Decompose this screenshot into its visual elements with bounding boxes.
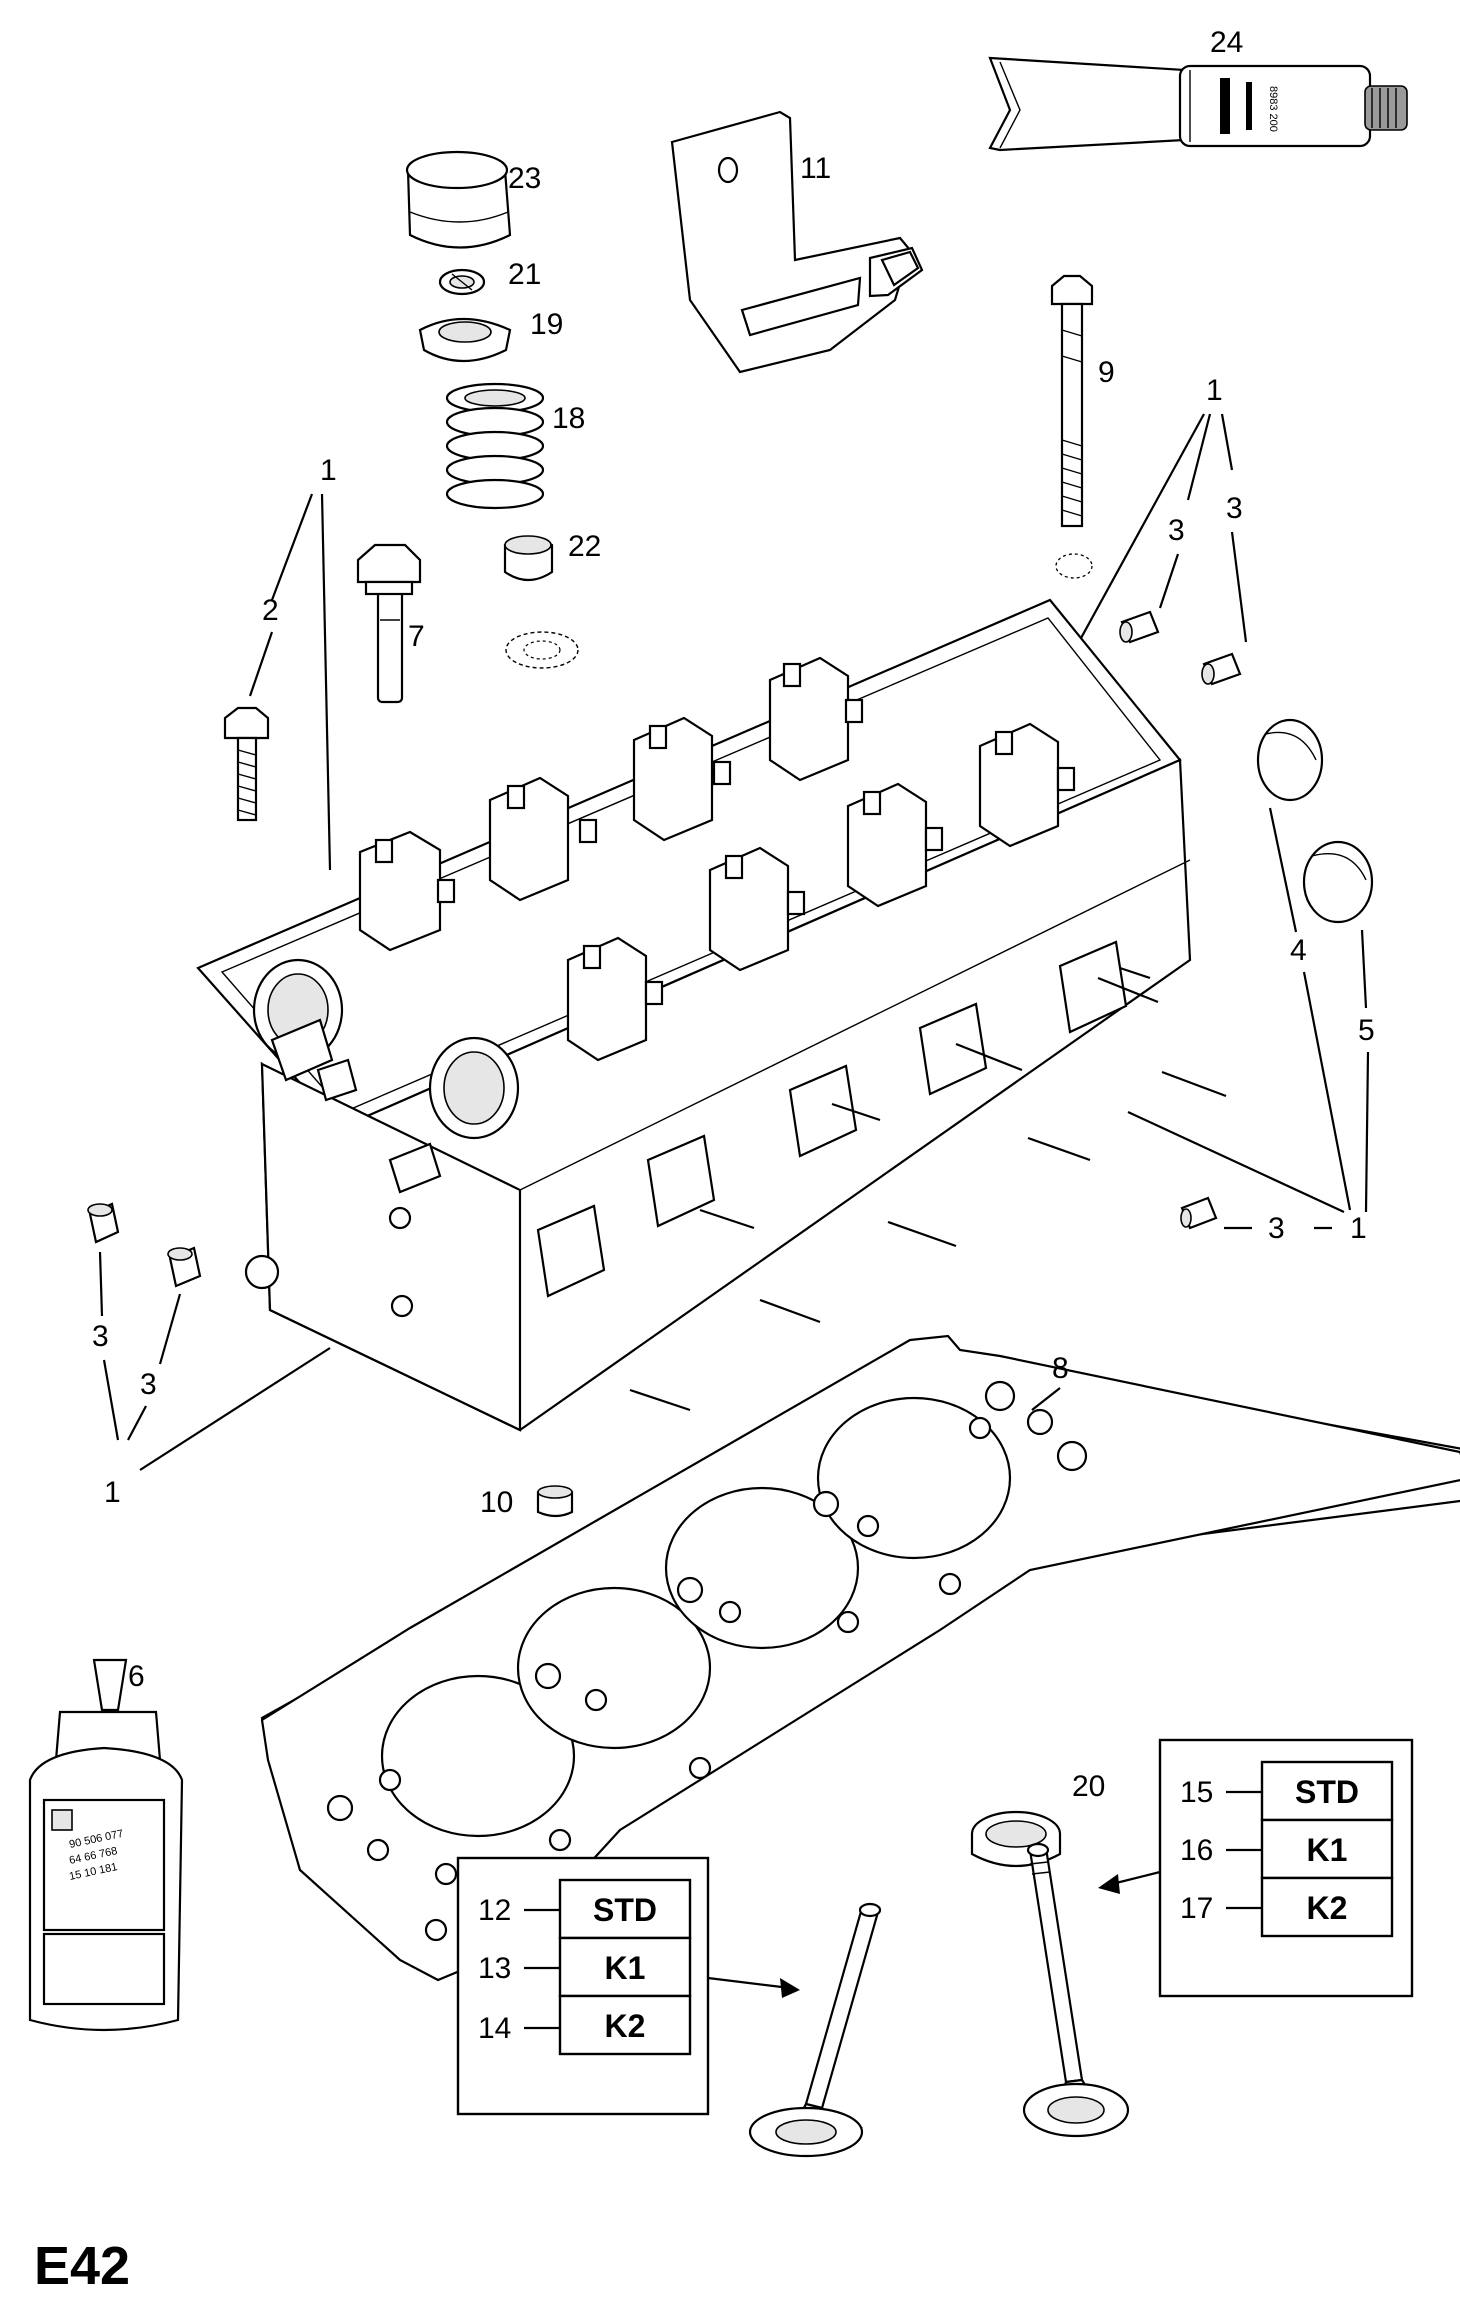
callout-5: 5	[1358, 1014, 1375, 1047]
intake-ref-std: 12	[478, 1894, 511, 1927]
callout-23: 23	[508, 162, 541, 195]
part-5-core-plug	[1302, 840, 1374, 924]
exhaust-ref-k1: 16	[1180, 1834, 1213, 1867]
part-20-seal-ring	[970, 1810, 1062, 1868]
part-4-core-plug	[1256, 718, 1324, 802]
exhaust-label-k1: K1	[1307, 1832, 1348, 1868]
exhaust-label-k2: K2	[1307, 1890, 1348, 1926]
callout-3-right: 3	[1268, 1212, 1285, 1245]
callout-19: 19	[530, 308, 563, 341]
exhaust-arrow	[1111, 1870, 1161, 1886]
part-23-hydraulic-tappet	[405, 150, 512, 249]
callout-22: 22	[568, 530, 601, 563]
cylinder-head	[196, 598, 1227, 1432]
part-3-threaded-plug-a	[1119, 610, 1160, 644]
part-6-sealant-bottle	[28, 1658, 184, 2032]
part-9-cylinder-head-bolt	[1050, 274, 1094, 528]
callout-7: 7	[408, 620, 425, 653]
callout-8: 8	[1052, 1352, 1069, 1385]
part-22-valve-stem-seal	[503, 535, 554, 582]
callout-1-top-right: 1	[1206, 374, 1223, 407]
part-3-threaded-plug-b	[1201, 652, 1242, 686]
spring-seat-phantom	[505, 631, 579, 669]
callout-11: 11	[800, 152, 831, 185]
intake-label-k2: K2	[605, 2008, 646, 2044]
callout-1-right: 1	[1350, 1212, 1367, 1245]
part-8-head-gasket	[260, 1334, 1460, 1982]
intake-valve	[748, 1902, 882, 2158]
part-19-spring-retainer	[418, 317, 512, 363]
callout-10: 10	[480, 1486, 513, 1519]
part-18-valve-spring	[445, 382, 545, 510]
intake-label-k1: K1	[605, 1950, 646, 1986]
exhaust-valve-table	[1158, 1738, 1414, 1998]
intake-arrow	[707, 1976, 791, 1990]
callout-2: 2	[262, 594, 279, 627]
part-24-grease-tube: 8983 200	[988, 56, 1408, 152]
part-10-dowel-sleeve	[536, 1485, 574, 1518]
exhaust-valve	[1022, 1842, 1130, 2138]
callout-20: 20	[1072, 1770, 1105, 1803]
exhaust-ref-k2: 17	[1180, 1892, 1213, 1925]
callout-1-top-left: 1	[320, 454, 337, 487]
exhaust-label-std: STD	[1295, 1774, 1359, 1810]
callout-21: 21	[508, 258, 541, 291]
part-3-threaded-plug-d	[87, 1202, 120, 1244]
part-3-threaded-plug-c	[1180, 1196, 1218, 1230]
svg-text:8983 200: 8983 200	[1267, 86, 1279, 132]
intake-ref-k1: 13	[478, 1952, 511, 1985]
callout-3-left-a: 3	[92, 1320, 109, 1353]
part-21-valve-keepers	[438, 268, 486, 296]
callout-24: 24	[1210, 26, 1243, 59]
callout-3-upper-b: 3	[1226, 492, 1243, 525]
callout-1-bottom-left: 1	[104, 1476, 121, 1509]
intake-ref-k2: 14	[478, 2012, 511, 2045]
part-7-plug-bolt	[356, 543, 422, 704]
intake-label-std: STD	[593, 1892, 657, 1928]
callout-3-upper-a: 3	[1168, 514, 1185, 547]
callout-3-left-b: 3	[140, 1368, 157, 1401]
page-code: E42	[34, 2236, 130, 2296]
exhaust-ref-std: 15	[1180, 1776, 1213, 1809]
callout-18: 18	[552, 402, 585, 435]
callout-9: 9	[1098, 356, 1115, 389]
part-2-bolt	[223, 706, 270, 822]
callout-6: 6	[128, 1660, 145, 1693]
part-11-lifting-bracket	[670, 110, 924, 374]
bolt-washer-phantom	[1055, 553, 1093, 579]
callout-4: 4	[1290, 934, 1307, 967]
intake-valve-table	[456, 1856, 710, 2116]
part-3-threaded-plug-e	[167, 1246, 202, 1288]
